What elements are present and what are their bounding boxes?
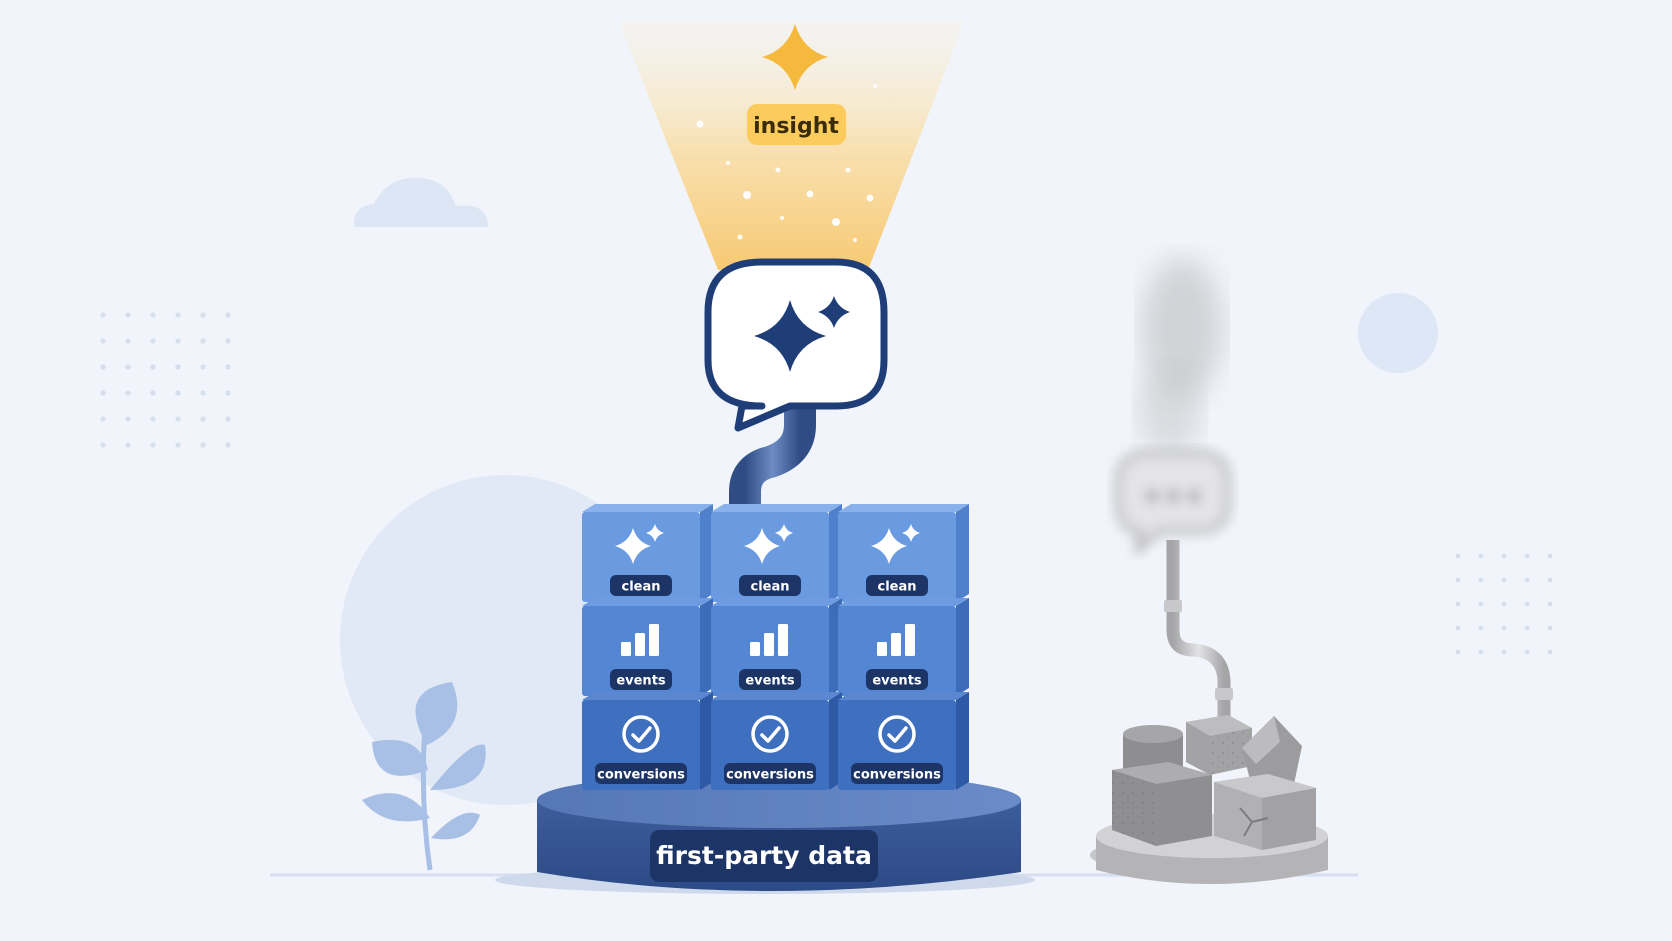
data-block-conversions: conversions bbox=[838, 692, 969, 790]
block-label-badge bbox=[851, 763, 943, 784]
platform: first-party data bbox=[495, 772, 1035, 894]
block-label-badge bbox=[610, 575, 672, 596]
grey-rock bbox=[1242, 716, 1302, 788]
plant-icon bbox=[362, 682, 486, 871]
sparkle-large-icon bbox=[754, 300, 826, 372]
check-circle-icon bbox=[878, 715, 916, 753]
block-label-badge bbox=[739, 669, 801, 690]
block-label-badge bbox=[595, 763, 687, 784]
platform-badge bbox=[650, 830, 878, 882]
grey-rubble-group bbox=[1090, 258, 1328, 884]
data-block-events: events bbox=[711, 598, 842, 696]
platform-label: first-party data bbox=[656, 841, 872, 870]
data-pipe bbox=[729, 386, 816, 536]
data-block-events: events bbox=[582, 598, 713, 696]
block-label-badge bbox=[739, 575, 801, 596]
insight-beam: insight bbox=[618, 20, 965, 270]
block-label-badge bbox=[610, 669, 672, 690]
block-label: conversions bbox=[726, 768, 814, 783]
data-block-conversions: conversions bbox=[711, 692, 842, 790]
data-block-stack: clean clean clean events events events convers… bbox=[582, 504, 969, 790]
data-block-clean: clean bbox=[582, 504, 713, 602]
background-circle-small bbox=[1358, 293, 1438, 373]
insight-label: insight bbox=[753, 114, 839, 139]
block-label: conversions bbox=[597, 768, 685, 783]
grey-cube-top bbox=[1186, 715, 1252, 775]
dot-grid-right bbox=[1455, 553, 1553, 655]
sparkle-small-icon bbox=[818, 296, 850, 328]
block-label: clean bbox=[877, 580, 916, 595]
block-label-badge bbox=[866, 575, 928, 596]
grey-pipe bbox=[1166, 540, 1231, 722]
block-label-badge bbox=[866, 669, 928, 690]
sparkles-icon bbox=[871, 524, 920, 564]
blurred-chat-bubble bbox=[1115, 450, 1231, 557]
insight-star-icon bbox=[762, 24, 828, 90]
insight-badge bbox=[747, 104, 846, 145]
check-circle-icon bbox=[751, 715, 789, 753]
sparkles-icon bbox=[744, 524, 793, 564]
block-label: events bbox=[745, 674, 795, 689]
data-block-clean: clean bbox=[711, 504, 842, 602]
block-label: clean bbox=[621, 580, 660, 595]
bar-chart-icon bbox=[877, 624, 915, 656]
block-label: clean bbox=[750, 580, 789, 595]
grey-cube-right bbox=[1214, 774, 1316, 850]
ai-chat-bubble bbox=[704, 258, 888, 432]
block-label: events bbox=[616, 674, 666, 689]
dot-grid-left bbox=[100, 312, 231, 448]
data-block-conversions: conversions bbox=[582, 692, 713, 790]
bar-chart-icon bbox=[621, 624, 659, 656]
check-circle-icon bbox=[622, 715, 660, 753]
bar-chart-icon bbox=[750, 624, 788, 656]
block-label-badge bbox=[724, 763, 816, 784]
block-label: conversions bbox=[853, 768, 941, 783]
cloud-icon bbox=[353, 177, 488, 227]
block-label: events bbox=[872, 674, 922, 689]
grey-cube-left bbox=[1112, 762, 1212, 846]
sparkles-icon bbox=[615, 524, 664, 564]
data-block-clean: clean bbox=[838, 504, 969, 602]
data-block-events: events bbox=[838, 598, 969, 696]
